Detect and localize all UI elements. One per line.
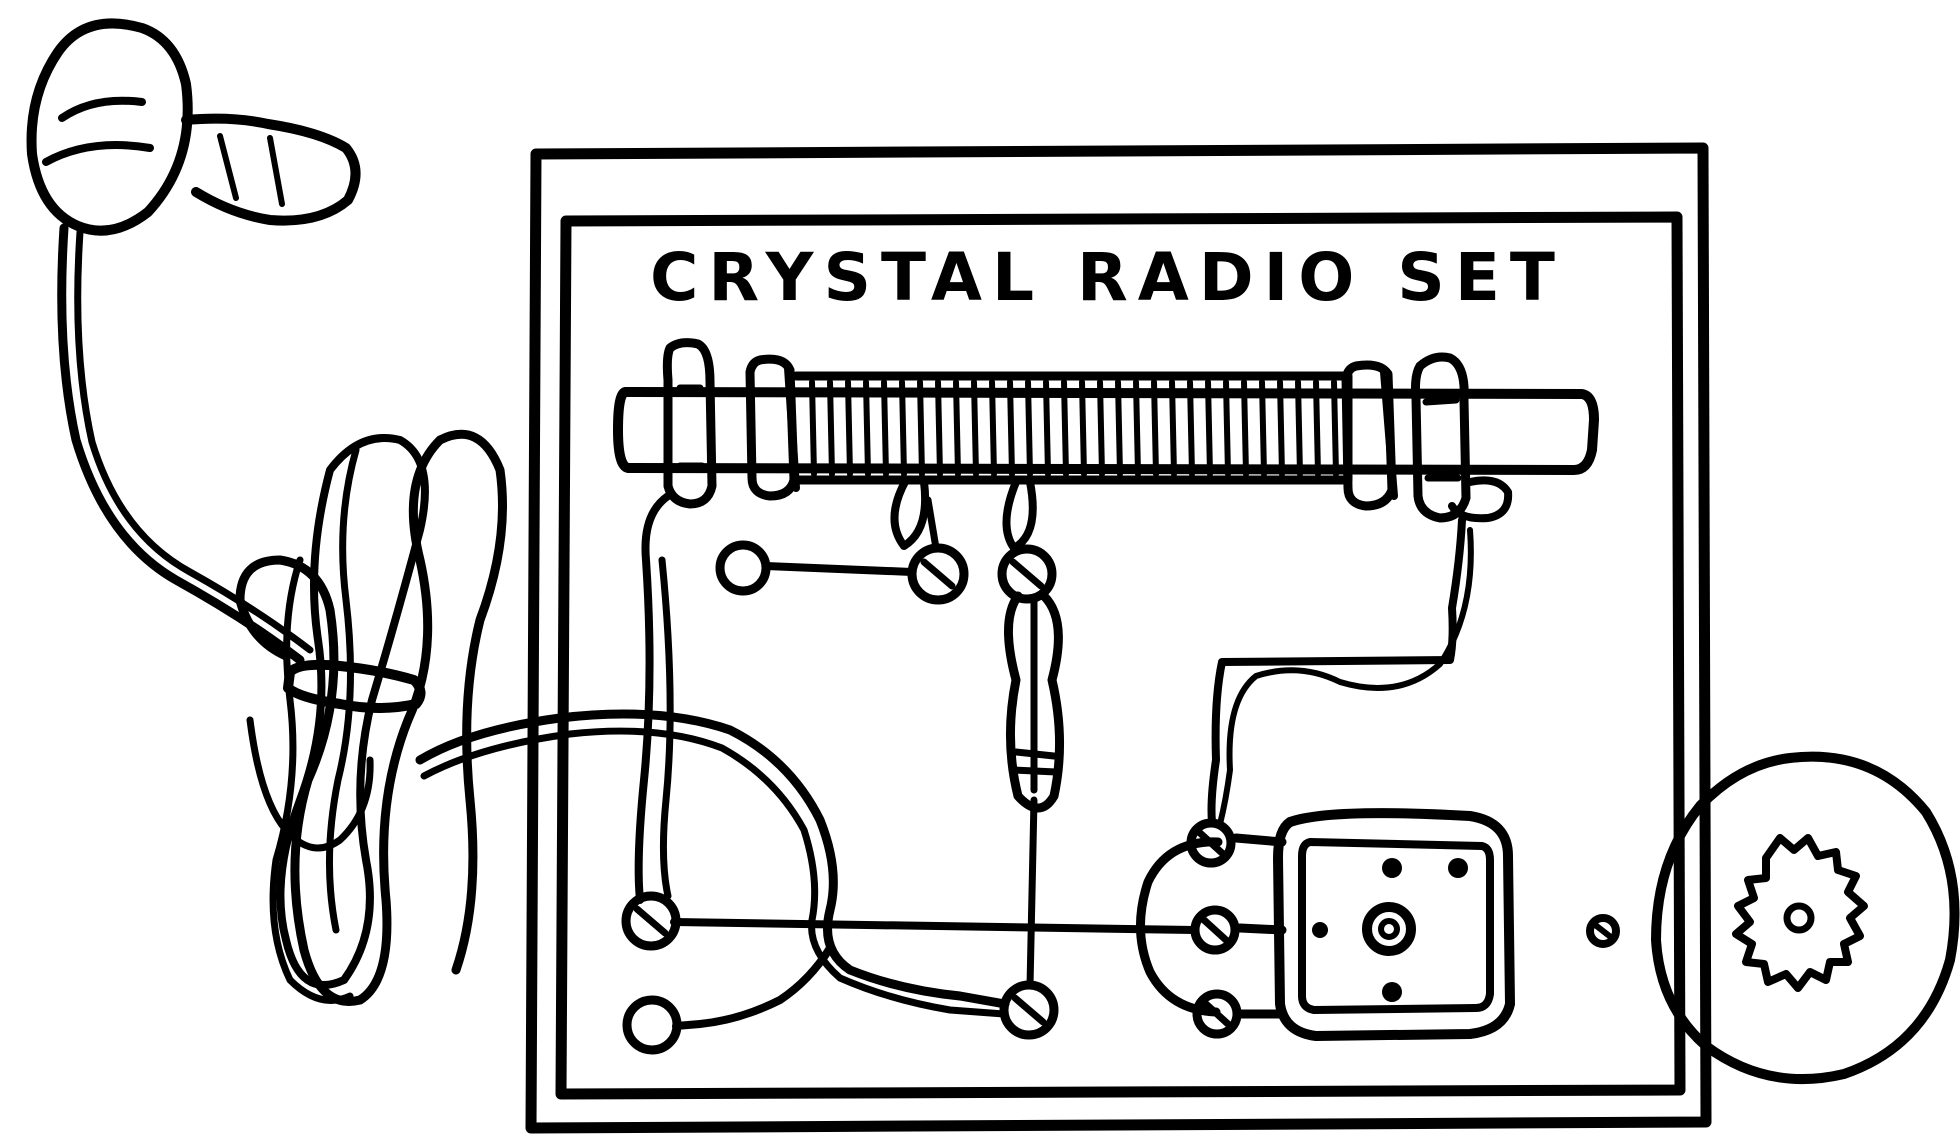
board-title: CRYSTAL RADIO SET	[650, 239, 1565, 316]
binding-posts	[621, 540, 1620, 1055]
binding-post-earphone	[1586, 914, 1620, 948]
crystal-detector	[1004, 591, 1065, 813]
binding-post-tap-a	[907, 543, 969, 605]
capacitor-assembly	[1136, 808, 1515, 1041]
earphone	[1651, 751, 1960, 1085]
binding-post-top-left	[715, 540, 771, 596]
board-wiring	[634, 492, 1474, 990]
binding-post-antenna	[621, 891, 681, 951]
binding-post-tap-b	[997, 544, 1057, 604]
headphone-cord	[26, 18, 1010, 1030]
tuning-coil	[613, 338, 1599, 552]
binding-post-bottom-mid	[999, 980, 1059, 1040]
binding-post-ground	[622, 995, 682, 1055]
radio-board	[525, 142, 1712, 1134]
